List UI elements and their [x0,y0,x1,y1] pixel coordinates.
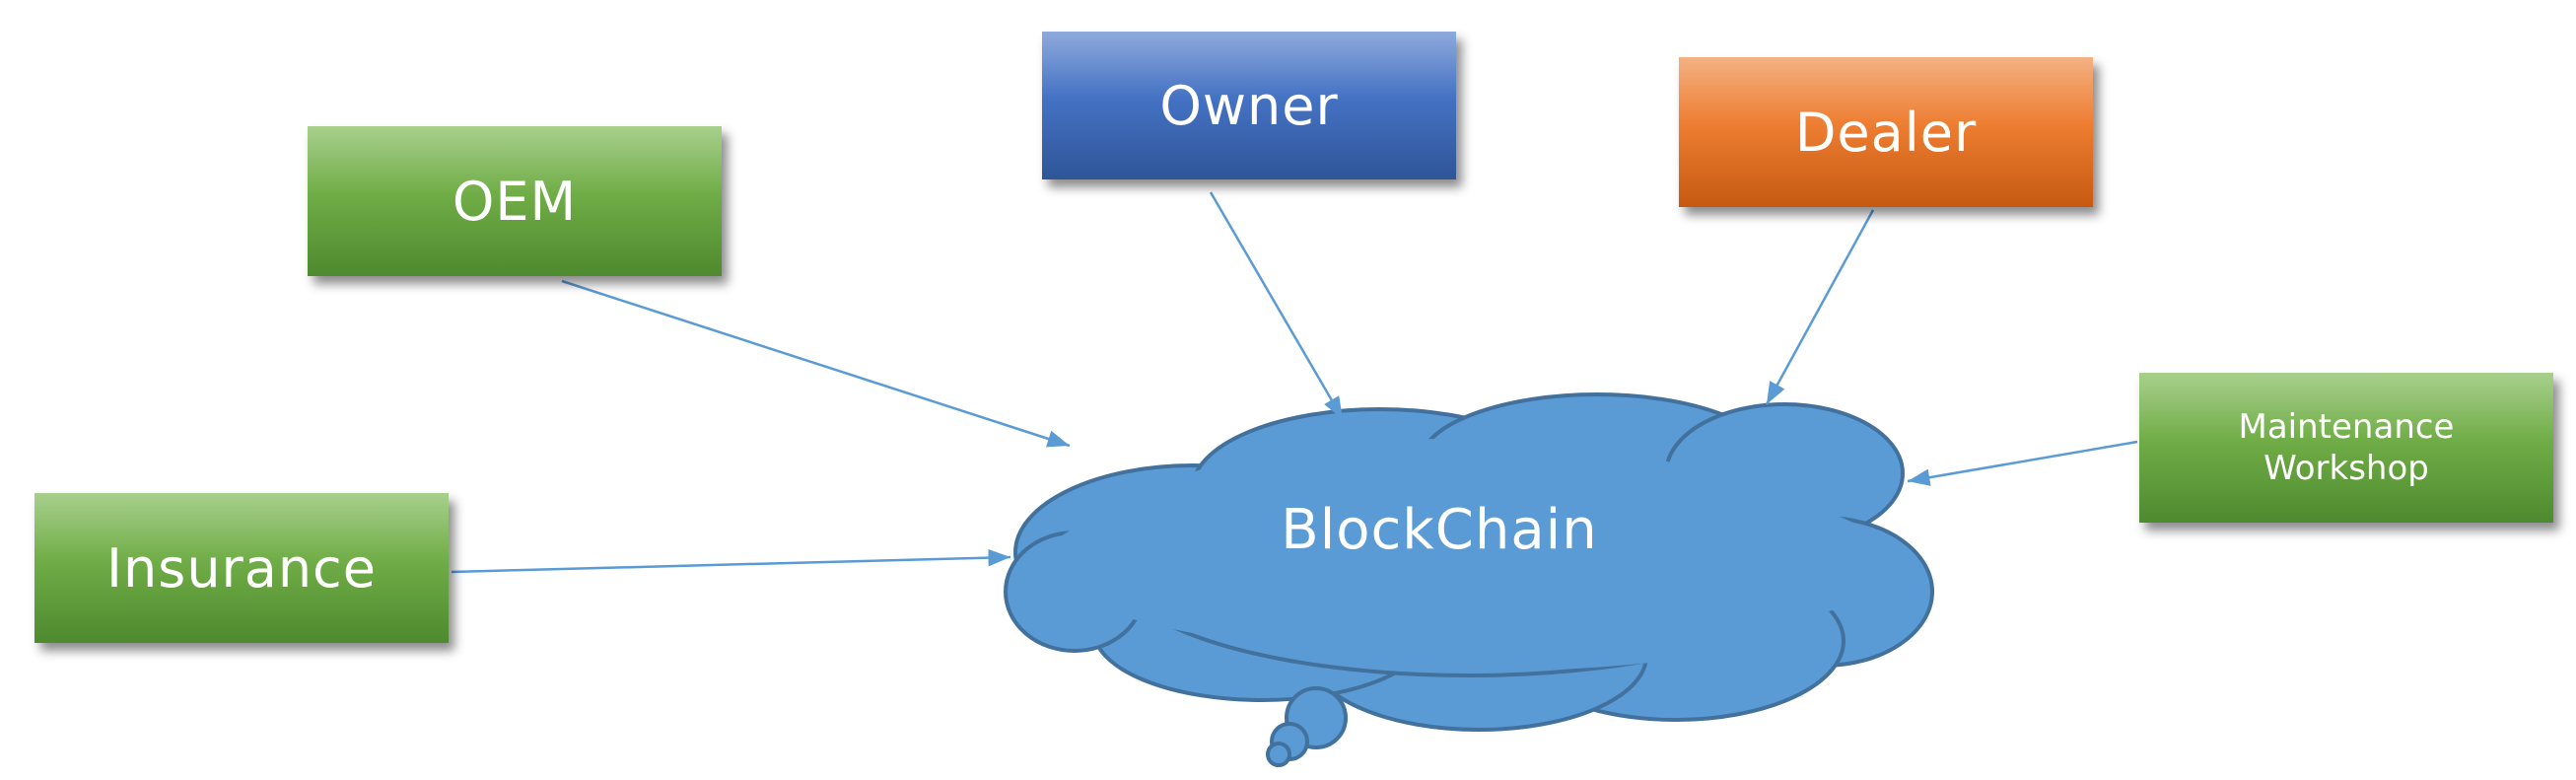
arrow-dealer-to-blockchain [1765,209,1875,405]
oem-label: OEM [452,170,578,233]
arrow-workshop-to-blockchain [1907,440,2138,486]
maintenance-workshop-label: Maintenance Workshop [2238,407,2455,488]
insurance-label: Insurance [106,536,377,600]
insurance-node: Insurance [35,493,449,643]
arrow-oem-to-blockchain [561,279,1071,448]
owner-label: Owner [1159,74,1339,137]
arrow-owner-to-blockchain [1209,191,1345,420]
blockchain-cloud [1004,392,1934,767]
maintenance-workshop-node: Maintenance Workshop [2139,373,2553,523]
dealer-node: Dealer [1679,57,2093,207]
oem-node: OEM [308,126,722,276]
dealer-label: Dealer [1794,101,1978,164]
owner-node: Owner [1042,32,1456,179]
blockchain-label: BlockChain [1281,498,1598,562]
arrow-insurance-to-blockchain [451,548,1011,574]
